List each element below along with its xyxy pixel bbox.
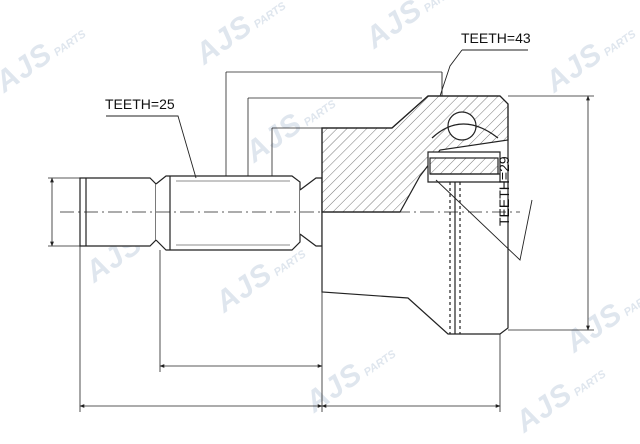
bell-housing [321,95,509,335]
spline-teeth [176,180,290,246]
teeth-outer-label: TEETH=43 [461,30,531,46]
teeth-spline-label: TEETH=25 [105,96,175,112]
leader-lines [106,49,533,261]
inner-race [427,111,501,334]
dimension-lines [48,71,594,412]
teeth-inner-label: TEETH=29 [496,156,512,226]
shaft-end [79,175,301,251]
